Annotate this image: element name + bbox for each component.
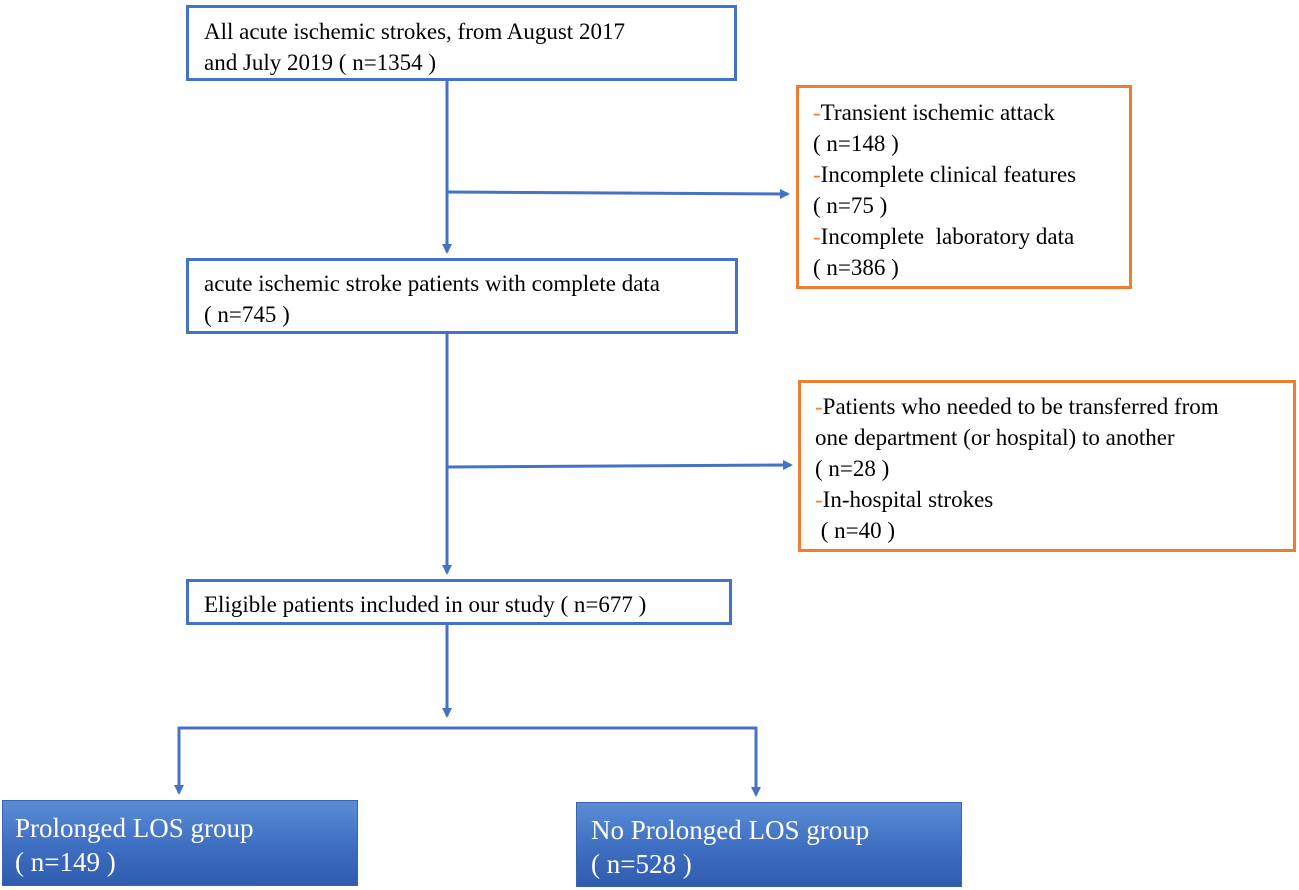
all-strokes-line1: All acute ischemic strokes, from August …	[204, 19, 625, 44]
complete-data-line1: acute ischemic stroke patients with comp…	[204, 271, 661, 296]
no-prolonged-count: ( n=528 )	[591, 849, 692, 879]
exclusions-box-1: -Transient ischemic attack ( n=148 ) -In…	[796, 85, 1132, 289]
arrow-to-exclusions-2	[446, 460, 793, 471]
arrow-to-exclusions-1	[446, 188, 790, 199]
exclusions-box-2: -Patients who needed to be transferred f…	[798, 380, 1296, 552]
prolonged-label: Prolonged LOS group	[15, 813, 254, 843]
exclusion-lab-count: ( n=386 )	[813, 255, 899, 280]
dash-marker: -	[813, 224, 821, 249]
exclusion-transfer: -Patients who needed to be transferred f…	[815, 394, 1219, 419]
exclusion-transfer-count: ( n=28 )	[815, 456, 890, 481]
dash-marker: -	[815, 394, 823, 419]
exclusion-clinical: -Incomplete clinical features	[813, 162, 1077, 187]
exclusion-tia-count: ( n=148 )	[813, 131, 899, 156]
prolonged-count: ( n=149 )	[15, 847, 116, 877]
eligible-line1: Eligible patients included in our study …	[204, 592, 647, 617]
exclusion-inhospital-count: ( n=40 )	[815, 518, 896, 543]
prolonged-los-group: Prolonged LOS group ( n=149 )	[2, 800, 358, 886]
all-strokes-box: All acute ischemic strokes, from August …	[186, 5, 737, 81]
exclusion-inhospital: -In-hospital strokes	[815, 487, 994, 512]
no-prolonged-label: No Prolonged LOS group	[591, 815, 870, 845]
complete-data-line2: ( n=745 )	[204, 302, 290, 327]
exclusion-lab: -Incomplete laboratory data	[813, 224, 1075, 249]
all-strokes-line2: and July 2019 ( n=1354 )	[204, 50, 437, 75]
dash-marker: -	[815, 487, 823, 512]
eligible-box: Eligible patients included in our study …	[186, 579, 732, 625]
no-prolonged-los-group: No Prolonged LOS group ( n=528 )	[576, 802, 962, 887]
complete-data-box: acute ischemic stroke patients with comp…	[186, 258, 738, 334]
dash-marker: -	[813, 162, 821, 187]
exclusion-transfer-line2: one department (or hospital) to another	[815, 425, 1175, 450]
dash-marker: -	[813, 100, 821, 125]
exclusion-clinical-count: ( n=75 )	[813, 193, 888, 218]
exclusion-tia: -Transient ischemic attack	[813, 100, 1055, 125]
